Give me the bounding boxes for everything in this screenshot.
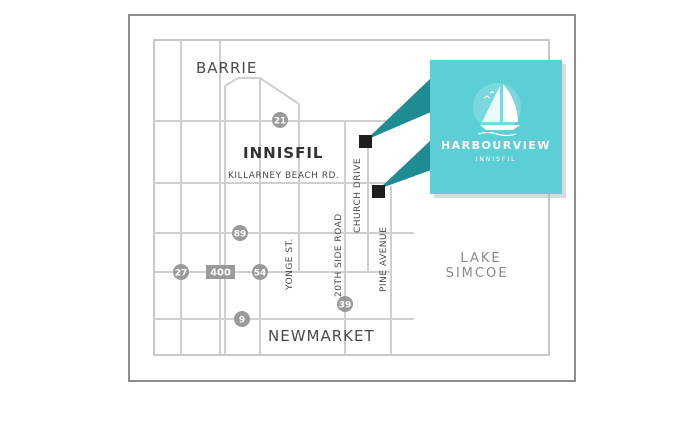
callout-pointer-1 xyxy=(366,78,431,140)
street-church: CHURCH DRIVE xyxy=(353,158,363,233)
svg-text:89: 89 xyxy=(234,230,247,240)
highway-badge-9: 9 xyxy=(234,311,250,327)
svg-text:9: 9 xyxy=(239,316,245,326)
svg-text:54: 54 xyxy=(254,269,267,279)
highway-badge-89: 89 xyxy=(232,225,248,241)
street-yonge: YONGE ST. xyxy=(285,238,295,291)
place-newmarket: NEWMARKET xyxy=(268,327,375,345)
brand-location: INNISFIL xyxy=(476,156,517,163)
brand-card[interactable]: HARBOURVIEW INNISFIL xyxy=(430,60,566,198)
street-pine: PINE AVENUE xyxy=(379,227,389,292)
square-marker-icon[interactable] xyxy=(372,185,385,198)
lake-label-line2: SIMCOE xyxy=(446,266,509,281)
sailboat-icon xyxy=(473,83,521,137)
svg-text:27: 27 xyxy=(175,269,188,279)
highway-badge-54: 54 xyxy=(252,264,268,280)
place-innisfil: INNISFIL xyxy=(243,144,323,162)
street-sideroad: 20TH SIDE ROAD xyxy=(334,213,344,297)
highway-badge-27: 27 xyxy=(173,264,189,280)
road-barrie-diagonal xyxy=(224,77,300,105)
highway-badge-400: 400 xyxy=(206,265,235,279)
road-network xyxy=(154,40,414,355)
place-barrie: BARRIE xyxy=(196,59,257,77)
highway-badge-39: 39 xyxy=(337,296,353,312)
square-marker-icon[interactable] xyxy=(359,135,372,148)
lake-label-line1: LAKE xyxy=(460,251,501,266)
svg-text:39: 39 xyxy=(339,301,352,311)
svg-text:21: 21 xyxy=(274,117,287,127)
callout-pointer-2 xyxy=(379,140,431,189)
svg-text:400: 400 xyxy=(210,268,231,279)
highway-badge-21: 21 xyxy=(272,112,288,128)
brand-name: HARBOURVIEW xyxy=(441,139,551,152)
street-killarney: KILLARNEY BEACH RD. xyxy=(228,171,339,181)
